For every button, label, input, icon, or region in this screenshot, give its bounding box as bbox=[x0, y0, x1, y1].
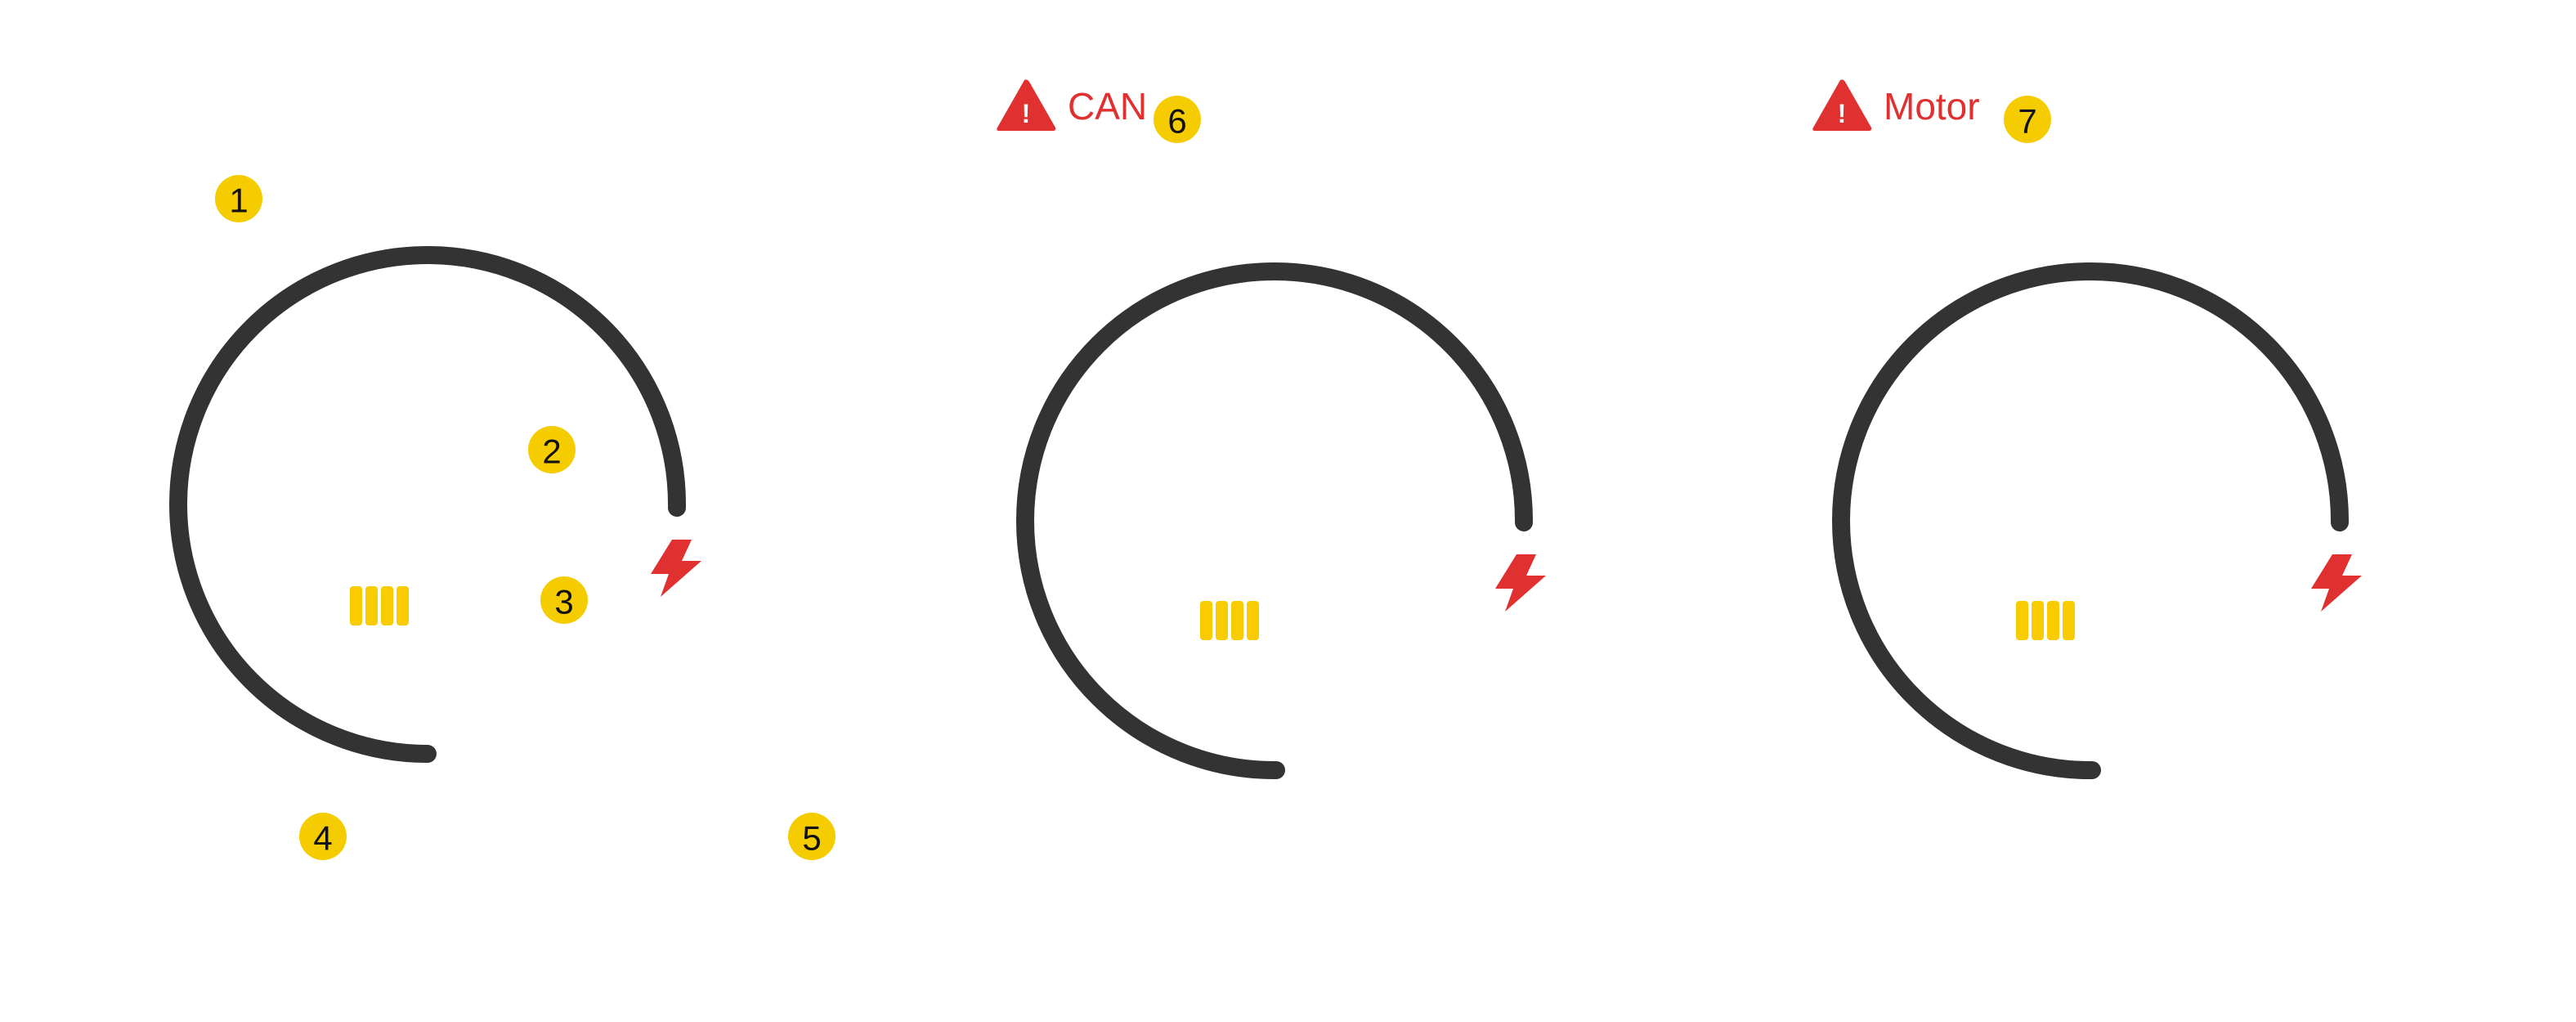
warning-label-can: CAN bbox=[1068, 85, 1147, 128]
callout-badge-label: 6 bbox=[1167, 102, 1186, 141]
callout-badge-6: 6 bbox=[1154, 96, 1201, 143]
warning-triangle-icon bbox=[1812, 79, 1872, 131]
gauge-3 bbox=[1832, 262, 2362, 780]
callout-badge-7: 7 bbox=[2004, 96, 2051, 143]
warning-triangle-icon bbox=[997, 79, 1056, 131]
warning-glyph: ! bbox=[1838, 99, 1847, 128]
warning-glyph: ! bbox=[1022, 99, 1031, 128]
battery-bars-icon bbox=[350, 586, 409, 625]
callout-badge-label: 2 bbox=[542, 433, 561, 471]
lightning-bolt-icon bbox=[1495, 554, 1546, 612]
warning-label-motor: Motor bbox=[1884, 85, 1980, 128]
warning-motor: ! Motor bbox=[1812, 79, 1980, 131]
warning-can: ! CAN bbox=[997, 79, 1147, 131]
battery-bars-icon bbox=[2016, 601, 2075, 640]
gauge-ring bbox=[1832, 262, 2350, 780]
lightning-bolt-icon bbox=[2311, 554, 2362, 612]
battery-bars-icon bbox=[1200, 601, 1259, 640]
callout-badge-label: 7 bbox=[2018, 102, 2036, 141]
gauge-2 bbox=[1016, 262, 1546, 780]
callout-badge-1: 1 bbox=[215, 175, 262, 222]
gauge-ring bbox=[169, 246, 687, 763]
callout-badge-label: 5 bbox=[802, 819, 821, 858]
callout-badge-4: 4 bbox=[299, 813, 347, 860]
callout-badge-3: 3 bbox=[540, 576, 588, 624]
callout-badge-2: 2 bbox=[528, 426, 576, 473]
callout-badge-label: 1 bbox=[229, 182, 248, 220]
callout-badge-label: 3 bbox=[554, 583, 573, 621]
gauge-ring bbox=[1016, 262, 1534, 780]
callout-badge-5: 5 bbox=[788, 813, 836, 860]
callout-badge-label: 4 bbox=[313, 819, 332, 858]
lightning-bolt-icon bbox=[651, 540, 701, 597]
gauge-1 bbox=[169, 246, 701, 763]
